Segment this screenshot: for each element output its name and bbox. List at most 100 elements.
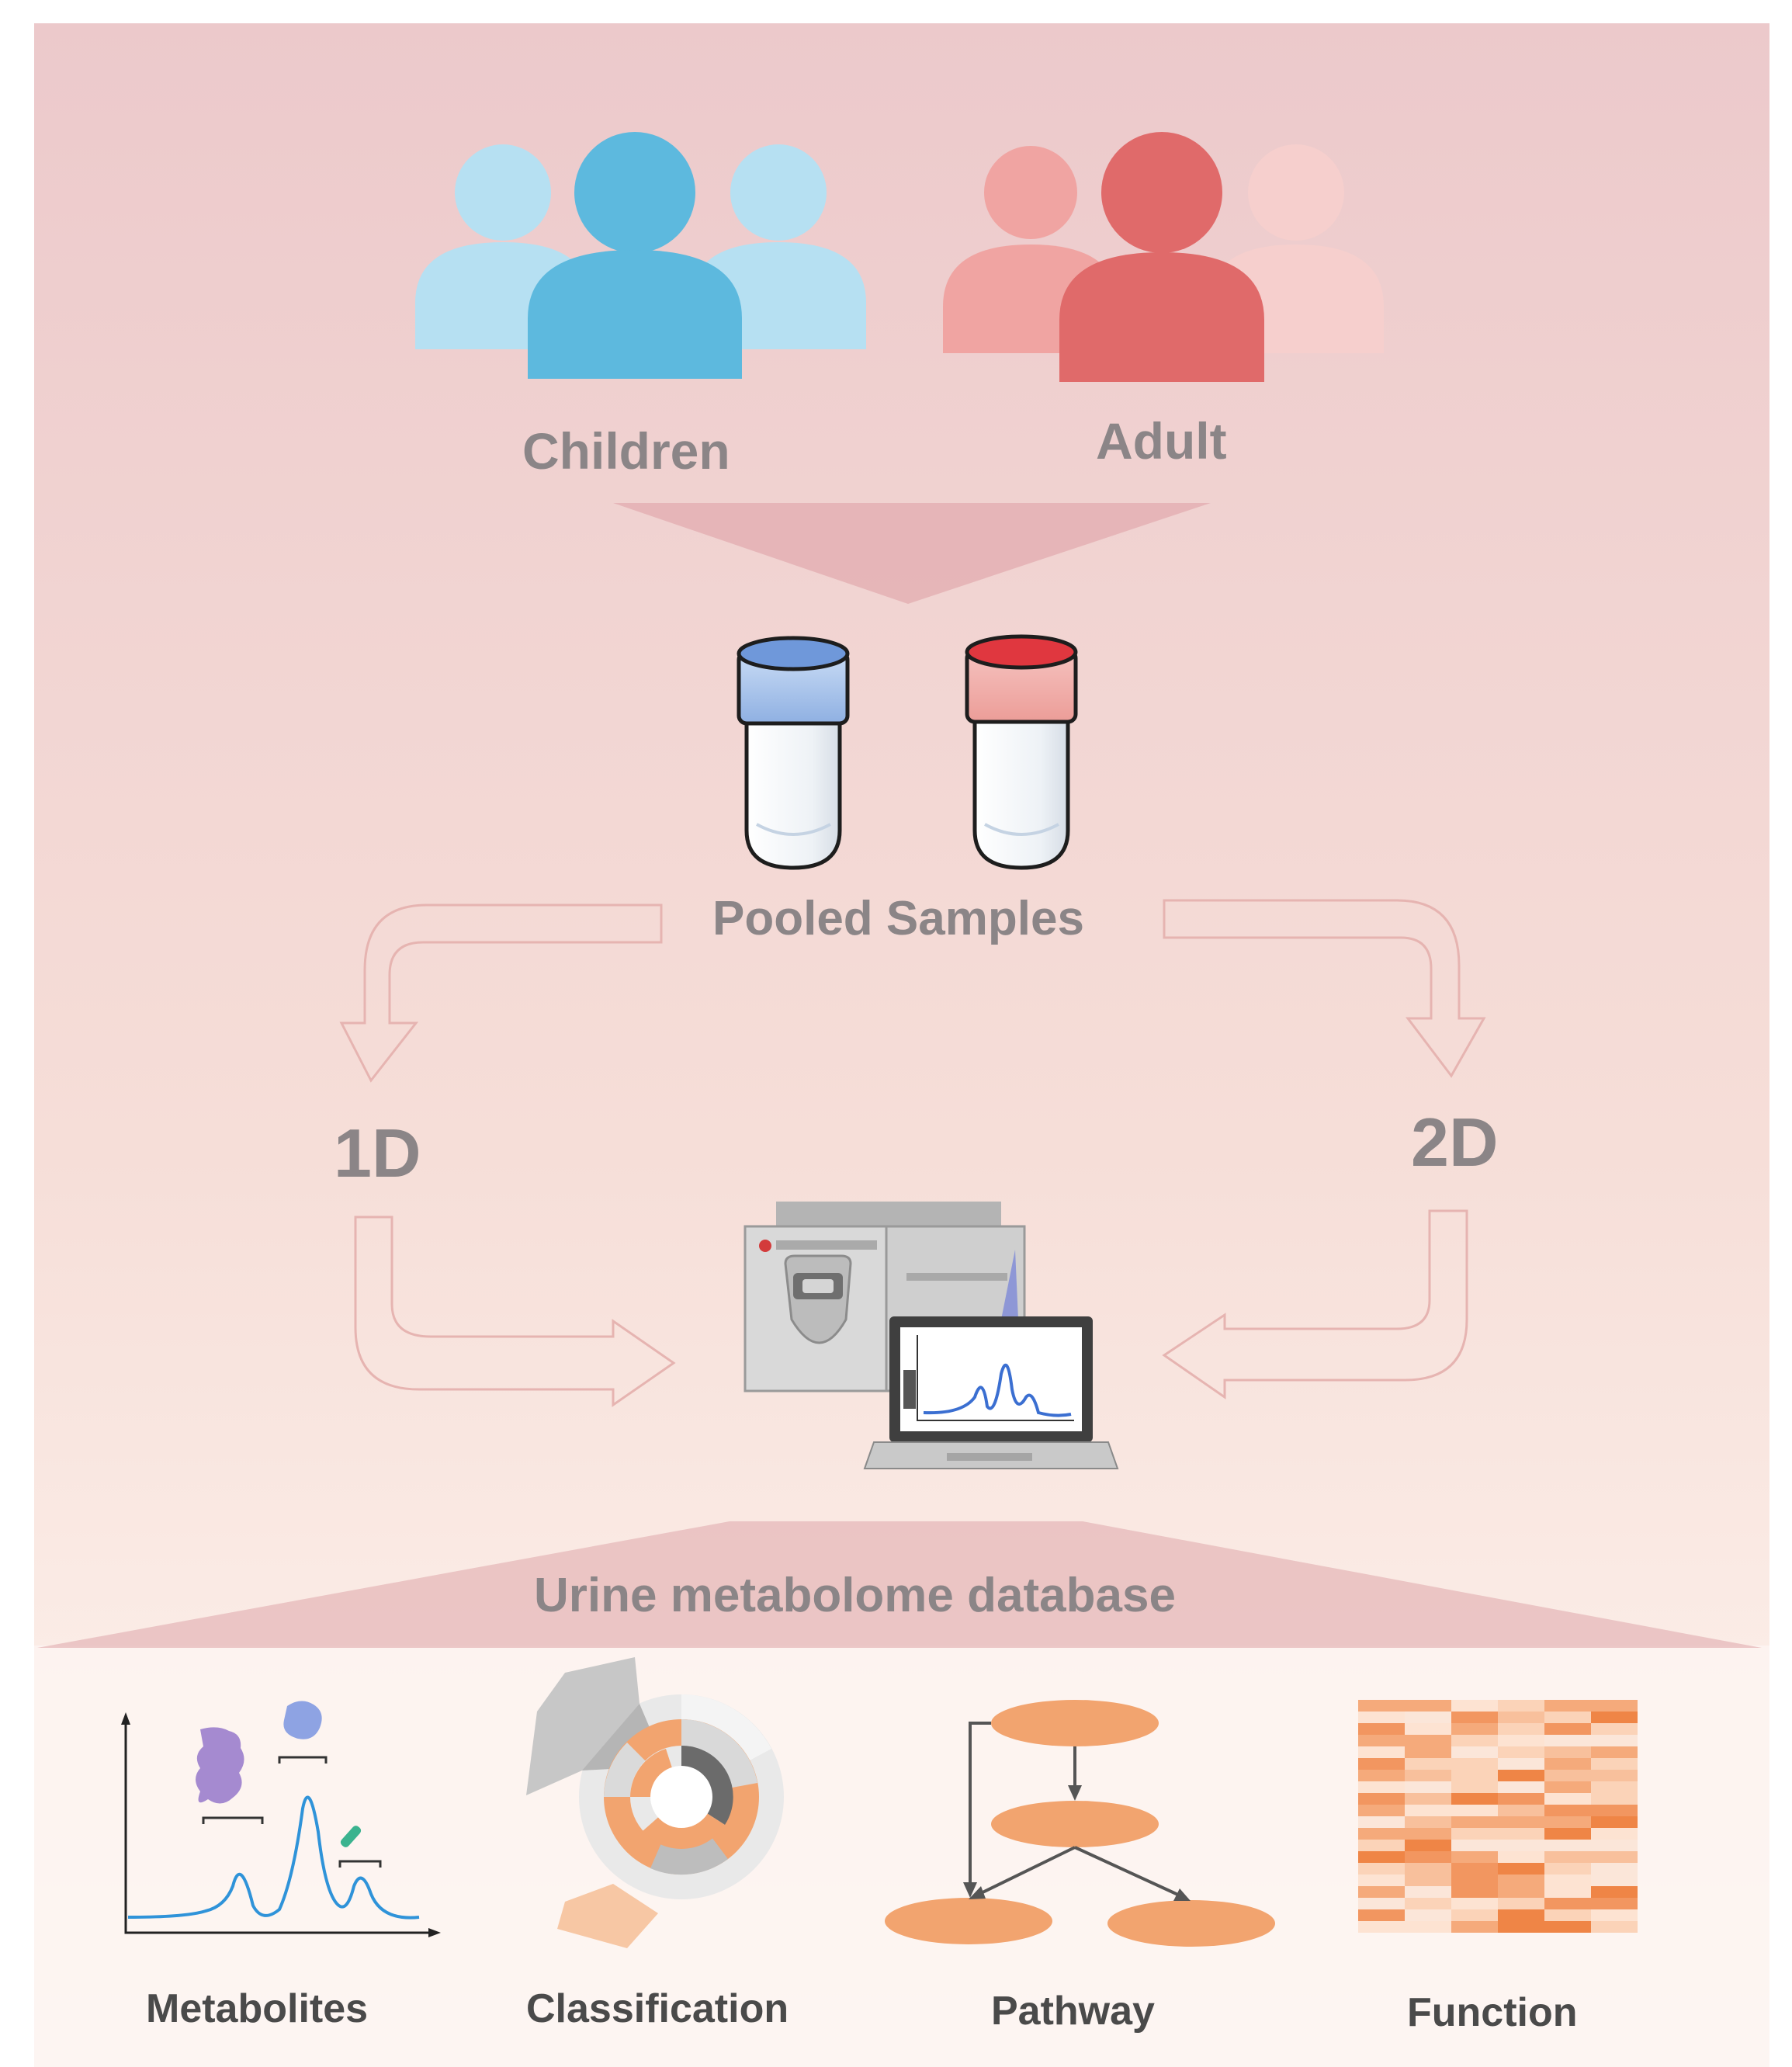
method-2d-label: 2D bbox=[1411, 1104, 1499, 1181]
heatmap-cell bbox=[1405, 1700, 1451, 1712]
heatmap-cell bbox=[1451, 1898, 1498, 1909]
heatmap-cell bbox=[1358, 1909, 1405, 1921]
heatmap-cell bbox=[1451, 1746, 1498, 1758]
heatmap-cell bbox=[1498, 1886, 1544, 1898]
heatmap-cell bbox=[1544, 1863, 1591, 1875]
heatmap-cell bbox=[1498, 1781, 1544, 1793]
heatmap-cell bbox=[1498, 1898, 1544, 1909]
heatmap-cell bbox=[1498, 1712, 1544, 1723]
heatmap-cell bbox=[1451, 1723, 1498, 1735]
heatmap-cell bbox=[1358, 1828, 1405, 1840]
heatmap-cell bbox=[1544, 1700, 1591, 1712]
arrow-2d-to-instrument bbox=[1162, 1209, 1468, 1399]
heatmap-cell bbox=[1591, 1840, 1638, 1851]
heatmap-cell bbox=[1358, 1851, 1405, 1863]
heatmap-cell bbox=[1544, 1898, 1591, 1909]
pathway-graph-icon bbox=[885, 1700, 1275, 1947]
pooled-samples-label: Pooled Samples bbox=[712, 892, 1084, 945]
heatmap-cell bbox=[1358, 1723, 1405, 1735]
heatmap-cell bbox=[1358, 1700, 1405, 1712]
database-banner bbox=[37, 1521, 1762, 1648]
children-group-icon bbox=[415, 132, 866, 379]
output-label-metabolites: Metabolites bbox=[146, 1986, 369, 2031]
heatmap-cell bbox=[1358, 1793, 1405, 1805]
heatmap-cell bbox=[1451, 1828, 1498, 1840]
heatmap-cell bbox=[1591, 1898, 1638, 1909]
children-sample-tube-icon bbox=[737, 636, 850, 870]
heatmap-cell bbox=[1498, 1700, 1544, 1712]
heatmap-cell bbox=[1591, 1863, 1638, 1875]
heatmap-cell bbox=[1544, 1875, 1591, 1886]
heatmap-cell bbox=[1358, 1863, 1405, 1875]
heatmap-cell bbox=[1358, 1746, 1405, 1758]
heatmap-cell bbox=[1591, 1746, 1638, 1758]
heatmap-cell bbox=[1358, 1875, 1405, 1886]
heatmap-cell bbox=[1591, 1909, 1638, 1921]
heatmap-cell bbox=[1591, 1770, 1638, 1781]
heatmap-cell bbox=[1591, 1700, 1638, 1712]
heatmap-cell bbox=[1498, 1723, 1544, 1735]
arrow-1d-to-instrument bbox=[354, 1216, 676, 1407]
heatmap-cell bbox=[1451, 1921, 1498, 1933]
adult-label: Adult bbox=[1096, 412, 1227, 470]
heatmap-cell bbox=[1405, 1886, 1451, 1898]
heatmap-cell bbox=[1405, 1793, 1451, 1805]
heatmap-cell bbox=[1358, 1781, 1405, 1793]
laptop-chromatogram-icon bbox=[863, 1316, 1119, 1469]
heatmap-cell bbox=[1544, 1781, 1591, 1793]
heatmap-cell bbox=[1591, 1723, 1638, 1735]
heatmap-cell bbox=[1544, 1921, 1591, 1933]
heatmap-cell bbox=[1544, 1816, 1591, 1828]
heatmap-cell bbox=[1591, 1851, 1638, 1863]
heatmap-cell bbox=[1591, 1886, 1638, 1898]
heatmap-cell bbox=[1405, 1816, 1451, 1828]
heatmap-cell bbox=[1451, 1816, 1498, 1828]
heatmap-cell bbox=[1358, 1840, 1405, 1851]
heatmap-cell bbox=[1498, 1735, 1544, 1746]
sunburst-icon bbox=[526, 1657, 784, 1948]
heatmap-cell bbox=[1498, 1840, 1544, 1851]
heatmap-cell bbox=[1544, 1770, 1591, 1781]
merge-funnel bbox=[613, 503, 1211, 604]
heatmap-cell bbox=[1358, 1805, 1405, 1816]
heatmap-cell bbox=[1591, 1793, 1638, 1805]
heatmap-cell bbox=[1358, 1758, 1405, 1770]
heatmap-cell bbox=[1405, 1746, 1451, 1758]
heatmap-cell bbox=[1451, 1735, 1498, 1746]
heatmap-cell bbox=[1405, 1840, 1451, 1851]
heatmap-cell bbox=[1405, 1758, 1451, 1770]
heatmap-cell bbox=[1544, 1793, 1591, 1805]
heatmap-cell bbox=[1498, 1921, 1544, 1933]
heatmap-cell bbox=[1591, 1921, 1638, 1933]
heatmap-cell bbox=[1591, 1781, 1638, 1793]
adult-group-icon bbox=[943, 132, 1384, 382]
arrow-to-1d bbox=[339, 903, 663, 1083]
heatmap-cell bbox=[1451, 1851, 1498, 1863]
heatmap-cell bbox=[1358, 1816, 1405, 1828]
heatmap-cell bbox=[1498, 1805, 1544, 1816]
heatmap-cell bbox=[1358, 1770, 1405, 1781]
children-label: Children bbox=[522, 422, 730, 480]
heatmap-cell bbox=[1544, 1805, 1591, 1816]
heatmap-cell bbox=[1498, 1851, 1544, 1863]
heatmap-cell bbox=[1591, 1805, 1638, 1816]
heatmap-cell bbox=[1405, 1875, 1451, 1886]
heatmap-cell bbox=[1591, 1875, 1638, 1886]
heatmap-cell bbox=[1405, 1735, 1451, 1746]
chromatogram-peaks-icon bbox=[121, 1701, 441, 1937]
heatmap-cell bbox=[1451, 1886, 1498, 1898]
heatmap-cell bbox=[1544, 1840, 1591, 1851]
heatmap-cell bbox=[1591, 1816, 1638, 1828]
heatmap-cell bbox=[1451, 1863, 1498, 1875]
heatmap-cell bbox=[1405, 1909, 1451, 1921]
heatmap-cell bbox=[1405, 1781, 1451, 1793]
heatmap-cell bbox=[1544, 1746, 1591, 1758]
heatmap-cell bbox=[1498, 1746, 1544, 1758]
heatmap-icon bbox=[1358, 1700, 1638, 1933]
heatmap-cell bbox=[1451, 1758, 1498, 1770]
heatmap-cell bbox=[1405, 1921, 1451, 1933]
heatmap-cell bbox=[1544, 1723, 1591, 1735]
heatmap-cell bbox=[1451, 1840, 1498, 1851]
heatmap-cell bbox=[1405, 1828, 1451, 1840]
